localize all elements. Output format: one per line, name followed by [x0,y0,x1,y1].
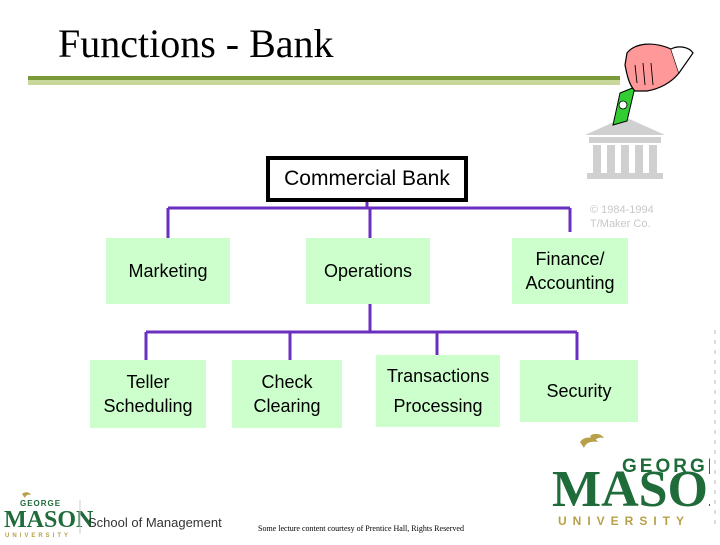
bank-clipart-icon [585,43,694,179]
logo-large-bottom: UNIVERSITY [558,514,690,528]
clipart-copyright: © 1984-1994 T/Maker Co. [590,204,654,230]
title-underline [28,76,620,86]
george-mason-logo: GEORGE MASON UNIVERSITY [550,430,720,530]
logo-small-top: GEORGE [20,499,61,508]
org-node-operations: Operations [306,238,430,304]
footer-credit: Some lecture content courtesy of Prentic… [258,524,464,533]
org-node-commercial-bank: Commercial Bank [266,156,468,202]
org-node-marketing: Marketing [106,238,230,304]
slide-title: Functions - Bank [58,21,334,66]
logo-large-top: GEORGE [622,456,710,477]
side-decoration [714,330,716,530]
org-node-transactions-processing: Transactions Processing [376,355,500,427]
org-node-finance-accounting: Finance/ Accounting [512,238,628,304]
logo-small-school: School of Management [88,515,222,530]
logo-large-main: MASON [552,461,710,518]
logo-small-main: MASON [4,507,94,533]
org-node-teller-scheduling: Teller Scheduling [90,360,206,428]
logo-small-bottom: UNIVERSITY [5,533,71,539]
school-of-management-logo: GEORGE MASON UNIVERSITY School of Manage… [0,490,222,540]
org-node-security: Security [520,360,638,422]
org-node-check-clearing: Check Clearing [232,360,342,428]
